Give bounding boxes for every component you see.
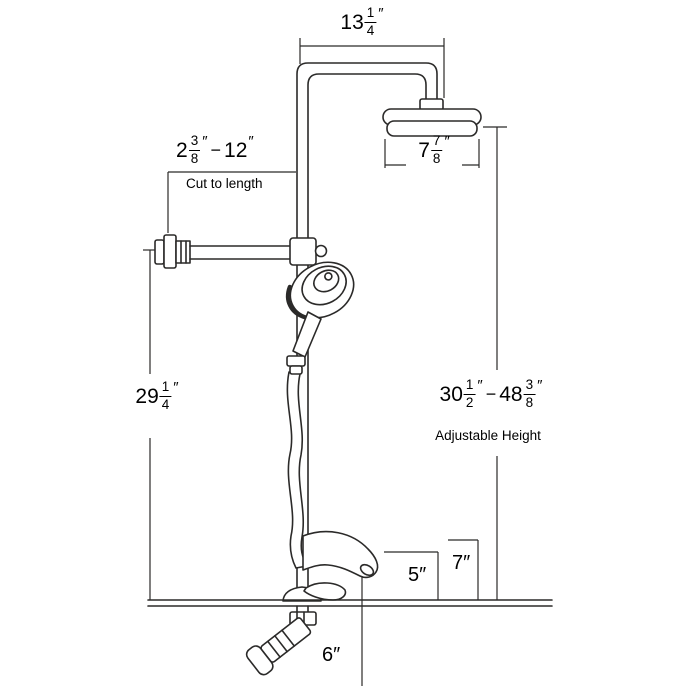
wall-flange-cap: [154, 239, 165, 265]
wall-mount-arm: [154, 234, 298, 269]
fraction-denominator: 8: [432, 151, 441, 167]
dim-line-left-height: [143, 249, 156, 600]
note-cut-to-length: Cut to length: [186, 176, 263, 191]
dim-line-head-width: [384, 139, 480, 168]
barrel-ridge: [266, 640, 281, 658]
spout-outlet: [359, 563, 375, 577]
fraction-numerator: 3: [523, 378, 536, 395]
barrel-ridge: [274, 635, 288, 653]
riser-and-arm-pipe: [296, 62, 438, 601]
fraction-denominator: 2: [465, 395, 474, 411]
hand-shower: [285, 261, 355, 375]
dim-value: 29: [135, 384, 159, 408]
head-body: [386, 120, 478, 137]
lever-handle: [303, 582, 347, 601]
riser-below-deck: [296, 605, 309, 613]
note-adjustable-height: Adjustable Height: [435, 428, 541, 443]
wall-flange: [163, 234, 177, 269]
fraction-denominator: 4: [161, 397, 170, 413]
dim-label-spout-drop: 6″: [322, 644, 341, 666]
dim-value: 2: [176, 138, 188, 162]
spout-body: [302, 530, 379, 579]
hose-connector: [289, 365, 303, 375]
dim-line-top-width: [299, 38, 445, 98]
fraction-numerator: 7: [430, 134, 443, 151]
tub-spout: [302, 530, 379, 579]
slider-collar: [289, 237, 317, 266]
inch-mark: ″: [248, 133, 254, 150]
inch-mark: ″: [477, 377, 483, 394]
dim-line-arm-length: [167, 171, 296, 233]
fraction-denominator: 8: [190, 151, 199, 167]
slider-knob: [314, 244, 328, 258]
inch-mark: ″: [378, 5, 384, 22]
dim-line-adjustable-height: [483, 126, 507, 600]
rain-shower-head: [382, 108, 482, 137]
inch-mark: ″: [444, 133, 450, 150]
pipe-inner-line: [307, 73, 427, 601]
hand-shower-head: [285, 261, 355, 320]
range-dash: −: [210, 140, 222, 161]
diverter-end-cap: [245, 645, 274, 676]
dim-value: 48: [499, 382, 523, 406]
handle-connector-nut: [286, 355, 306, 367]
diverter-assembly: [245, 605, 317, 676]
dim-label-spout-height: 7″: [452, 552, 471, 574]
faucet-handle: [282, 582, 347, 602]
arm-nut: [175, 240, 191, 264]
deck-line: [147, 599, 553, 607]
dim-value: 30: [439, 382, 463, 406]
fraction-numerator: 1: [364, 6, 377, 23]
head-edge-shade: [285, 284, 307, 320]
slide-connector: [289, 237, 328, 266]
barrel-ridge: [281, 629, 296, 647]
arm-tube: [189, 245, 298, 260]
inch-mark: ″: [202, 133, 208, 150]
fraction-denominator: 8: [525, 395, 534, 411]
pipe-outer-line: [296, 62, 438, 601]
fraction-numerator: 1: [463, 378, 476, 395]
inch-mark: ″: [537, 377, 543, 394]
dim-value: 13: [340, 10, 364, 34]
head-center-nozzle: [324, 272, 333, 281]
range-dash: −: [485, 384, 497, 405]
dim-value: 7: [418, 138, 430, 162]
dim-line-spout-reach: [384, 551, 439, 600]
dim-line-spout-height: [448, 539, 479, 600]
fraction-numerator: 3: [188, 134, 201, 151]
inch-mark: ″: [173, 379, 179, 396]
dim-label-spout-reach: 5″: [408, 564, 427, 586]
fraction-denominator: 4: [366, 23, 375, 39]
diverter-body: [245, 617, 312, 676]
fraction-numerator: 1: [159, 380, 172, 397]
dim-value: 12: [224, 138, 248, 162]
